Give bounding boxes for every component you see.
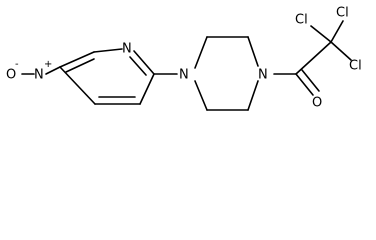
bond-CH2b-pipN2 xyxy=(247,36,259,67)
atom-carbonyl-oxygen: O xyxy=(312,96,322,111)
bond-carbonylC-O-double xyxy=(301,69,320,92)
bond-lines xyxy=(21,20,352,111)
molecule-structure: O - N + N N N O Cl Cl Cl xyxy=(6,6,362,111)
bond-C5-C6-double xyxy=(65,58,95,73)
bond-N1-C2-double xyxy=(129,56,147,76)
bond-C6-N1 xyxy=(93,48,123,53)
bond-CCl3-Cl3 xyxy=(330,41,352,61)
atom-nitro-oxygen: O xyxy=(6,68,16,83)
bond-CCl3-Cl1 xyxy=(310,25,332,43)
bond-carbonylC-O xyxy=(295,73,314,96)
atom-labels: O - N + N N N O Cl Cl Cl xyxy=(6,6,362,111)
bond-nitroN-C5 xyxy=(45,66,61,75)
atom-nitro-nitrogen: N xyxy=(34,68,44,83)
atom-chlorine-2: Cl xyxy=(336,6,349,21)
bond-CCl3-Cl2 xyxy=(330,20,344,43)
bond-carbonylC-CCl3 xyxy=(295,41,332,75)
atom-chlorine-1: Cl xyxy=(295,13,308,28)
nitro-oxygen-charge: - xyxy=(15,59,19,70)
bond-pipN-CH2c xyxy=(194,80,208,111)
bond-C5-C6 xyxy=(59,51,95,68)
atom-pyridine-nitrogen: N xyxy=(122,42,132,57)
atom-chlorine-3: Cl xyxy=(349,59,362,74)
nitro-nitrogen-charge: + xyxy=(44,59,52,70)
bond-C4-C5 xyxy=(59,66,96,105)
bond-pipN-CH2a xyxy=(194,36,208,69)
atom-piperazine-nitrogen-left: N xyxy=(179,68,189,83)
bond-CH2d-pipN2 xyxy=(247,80,259,111)
bond-N1-C2 xyxy=(133,50,155,75)
bond-C2-C3 xyxy=(139,73,155,105)
atom-piperazine-nitrogen-right: N xyxy=(258,68,268,83)
